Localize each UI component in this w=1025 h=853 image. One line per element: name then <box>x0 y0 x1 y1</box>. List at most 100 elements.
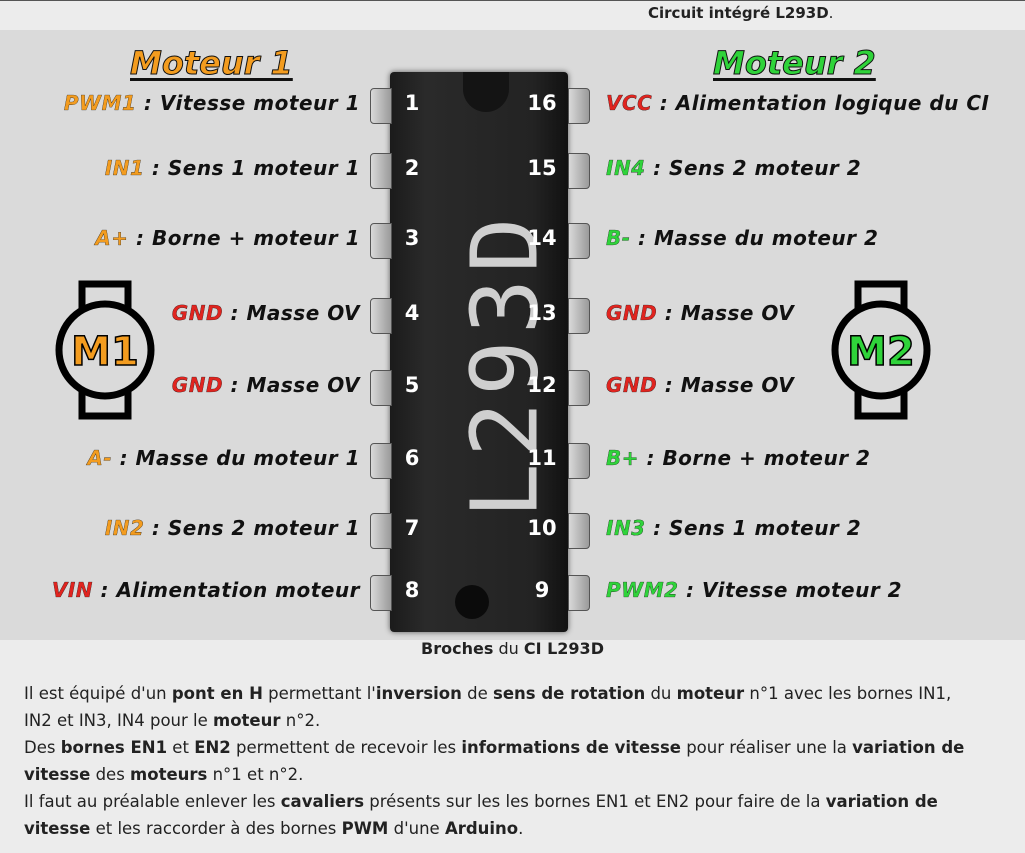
pin-number-6: 6 <box>404 446 420 470</box>
pin-label-10: IN3 : Sens 1 moteur 2 <box>606 516 861 540</box>
text-run: n°1 avec les bornes IN1, IN2 et IN3, IN4… <box>24 684 952 730</box>
pin-label-7: IN2 : Sens 2 moteur 1 <box>105 516 360 540</box>
text-run: Il est équipé d'un <box>24 684 172 703</box>
pin-label-1: PWM1 : Vitesse moteur 1 <box>64 91 360 115</box>
bold-term: Arduino <box>444 819 519 838</box>
chip-body <box>390 72 568 632</box>
pin-label-9: PWM2 : Vitesse moteur 2 <box>606 578 902 602</box>
text-run: permettent de recevoir les <box>230 738 462 757</box>
motor1-icon: M1 <box>55 280 155 420</box>
pin-label-12: GND : Masse OV <box>606 373 794 397</box>
pin-label-6: A- : Masse du moteur 1 <box>87 446 360 470</box>
pin-lead-15 <box>568 153 590 189</box>
motor2-title: Moteur 2 <box>713 44 877 83</box>
pin-lead-13 <box>568 298 590 334</box>
pin-label-8: VIN : Alimentation moteur <box>52 578 360 602</box>
pin-number-1: 1 <box>404 91 420 115</box>
pin-description: : Borne + moteur 1 <box>128 226 360 250</box>
motor2-symbol-label: M2 <box>847 329 915 375</box>
pin-lead-6 <box>370 443 392 479</box>
pin-lead-3 <box>370 223 392 259</box>
motor1-symbol: M1 <box>50 280 160 420</box>
paragraph-2: Des bornes EN1 et EN2 permettent de rece… <box>24 734 984 788</box>
pin-lead-14 <box>568 223 590 259</box>
bold-term: inversion <box>375 684 462 703</box>
figure-caption: Broches du CI L293D <box>421 639 604 658</box>
text-run: de <box>461 684 494 703</box>
pin-number-16: 16 <box>527 91 557 115</box>
text-run: n°2. <box>280 711 321 730</box>
text-run: Il faut au préalable enlever les <box>24 792 281 811</box>
pin-lead-5 <box>370 370 392 406</box>
text-run: n°1 et n°2. <box>207 765 304 784</box>
pin-label-14: B- : Masse du moteur 2 <box>606 226 878 250</box>
pin-description: : Masse OV <box>657 373 795 397</box>
pin-number-15: 15 <box>527 156 557 180</box>
top-border <box>0 0 1025 1</box>
description-text: Il est équipé d'un pont en H permettant … <box>24 680 984 842</box>
text-run: Des <box>24 738 61 757</box>
pin-number-10: 10 <box>527 516 557 540</box>
pin-tag: VCC <box>606 91 653 115</box>
pin-tag: A+ <box>95 226 129 250</box>
pin-tag: PWM2 <box>606 578 679 602</box>
pin-label-5: GND : Masse OV <box>172 373 360 397</box>
bold-term: EN2 <box>194 738 231 757</box>
pin-lead-12 <box>568 370 590 406</box>
figure-header-caption: Circuit intégré L293D. <box>648 4 834 22</box>
pin-label-16: VCC : Alimentation logique du CI <box>606 91 990 115</box>
pin-tag: PWM1 <box>63 91 137 115</box>
text-run: permettant l' <box>262 684 376 703</box>
pin-number-4: 4 <box>404 301 420 325</box>
text-run: et les raccorder à des bornes <box>90 819 342 838</box>
pin-number-13: 13 <box>527 301 557 325</box>
bold-term: informations de vitesse <box>461 738 681 757</box>
bold-term: bornes EN1 <box>60 738 168 757</box>
text-run: des <box>90 765 131 784</box>
text-run: pour réaliser une la <box>680 738 853 757</box>
chip-marking: L293D <box>451 211 559 519</box>
pin-number-2: 2 <box>404 156 420 180</box>
paragraph-3: Il faut au préalable enlever les cavalie… <box>24 788 984 842</box>
pin-lead-10 <box>568 513 590 549</box>
pin-lead-7 <box>370 513 392 549</box>
pin-number-5: 5 <box>404 373 420 397</box>
text-run: . <box>518 819 524 838</box>
pin-tag: IN1 <box>104 156 145 180</box>
text-run: et <box>167 738 195 757</box>
pin-number-11: 11 <box>527 446 557 470</box>
pin-description: : Vitesse moteur 1 <box>136 91 360 115</box>
pin-lead-16 <box>568 88 590 124</box>
pin-description: : Alimentation logique du CI <box>652 91 990 115</box>
pin-description: : Alimentation moteur <box>93 578 360 602</box>
text-run: du <box>645 684 677 703</box>
pin-description: : Sens 2 moteur 2 <box>645 156 862 180</box>
pin-tag: IN2 <box>104 516 145 540</box>
pin-tag: B- <box>606 226 631 250</box>
pin-label-4: GND : Masse OV <box>172 301 360 325</box>
pin-tag: VIN <box>51 578 94 602</box>
pin-tag: GND <box>606 301 658 325</box>
pin-lead-11 <box>568 443 590 479</box>
pin-number-3: 3 <box>404 226 420 250</box>
pin-lead-8 <box>370 575 392 611</box>
pin-tag: IN3 <box>606 516 646 540</box>
pin-description: : Vitesse moteur 2 <box>678 578 903 602</box>
pin-tag: A- <box>87 446 113 470</box>
pin-number-7: 7 <box>404 516 420 540</box>
pin-label-3: A+ : Borne + moteur 1 <box>95 226 360 250</box>
pin-lead-9 <box>568 575 590 611</box>
pin-description: : Sens 2 moteur 1 <box>144 516 360 540</box>
chip-pin1-dot <box>455 585 489 619</box>
pin-label-11: B+ : Borne + moteur 2 <box>606 446 870 470</box>
pin-description: : Masse du moteur 2 <box>630 226 879 250</box>
pin-tag: GND <box>606 373 658 397</box>
pin-number-12: 12 <box>527 373 557 397</box>
bold-term: sens de rotation <box>493 684 646 703</box>
pin-label-15: IN4 : Sens 2 moteur 2 <box>606 156 861 180</box>
pin-label-13: GND : Masse OV <box>606 301 794 325</box>
pin-description: : Sens 1 moteur 2 <box>645 516 862 540</box>
pin-tag: GND <box>171 373 224 397</box>
paragraph-1: Il est équipé d'un pont en H permettant … <box>24 680 984 734</box>
bold-term: variation de vitesse <box>24 738 965 784</box>
